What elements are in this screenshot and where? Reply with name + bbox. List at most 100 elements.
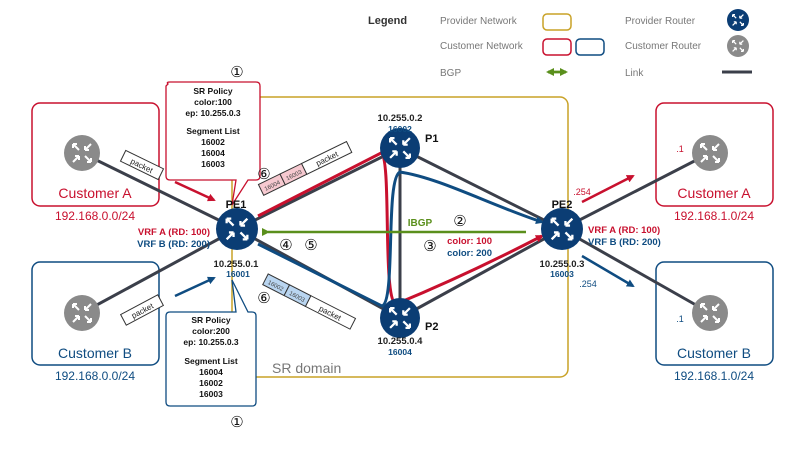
customer-b-right-subnet: 192.168.1.0/24 [674,369,754,383]
traffic-arrow-cb-out [581,254,635,288]
pe1-name: PE1 [226,199,247,211]
customer-a-left-router-icon [64,135,100,171]
sr-domain-label: SR domain [272,360,341,376]
step-5: ⑤ [304,237,317,254]
legend-customer-network-label: Customer Network [440,41,524,52]
legend-provider-router-icon [727,9,749,31]
p2-sid: 16004 [388,347,412,357]
pe2-ip: 10.255.0.3 [540,259,585,270]
link-ca-pe1 [81,151,238,231]
customer-a-right-box [655,102,774,207]
p1-ip: 10.255.0.2 [378,113,423,124]
p1-name: P1 [425,133,438,145]
link-cb-pe1 [81,227,238,315]
legend-provider-router-label: Provider Router [625,16,696,27]
pe2-vrf-b: VRF B (RD: 200) [588,237,661,248]
pe2-sid: 16003 [550,269,574,279]
pe2-name: PE2 [552,199,573,211]
step-1-bottom: ① [230,414,243,431]
link-p2-pe2 [399,227,563,320]
legend-link-label: Link [625,68,644,79]
policy-a-endpoint: ep: 10.255.0.3 [185,108,241,118]
policy-a-sid-3: 16003 [201,159,225,169]
pe1-vrf-a: VRF A (RD: 100) [138,227,210,238]
customer-a-right-host: .1 [676,144,684,154]
link-pe2-cb [561,227,711,315]
ibgp-label: IBGP [408,218,433,229]
customer-b-left-box [31,261,160,366]
customer-b-right-name: Customer B [677,345,751,361]
customer-a-right-name: Customer A [677,185,751,201]
policy-a-sid-1: 16002 [201,137,225,147]
policy-a-segment-list-title: Segment List [186,126,240,136]
customer-b-right-host: .1 [676,314,684,324]
traffic-arrow-ca-in [174,180,216,202]
packet-red-stack: 16004 16003 packet [257,140,353,196]
sr-policy-a-callout [165,81,261,206]
policy-b-color: color:200 [192,326,230,336]
step-6-bottom: ⑥ [257,290,270,307]
p2-name: P2 [425,321,438,333]
link-p1-pe2 [399,146,563,231]
customer-b-right-router-icon [692,295,728,331]
pe1-ip: 10.255.0.1 [214,259,260,270]
customer-b-left-router-icon [64,295,100,331]
legend: Legend Provider Network Customer Network… [368,9,752,79]
customer-a-left-subnet: 192.168.0.0/24 [55,209,135,223]
packet-blue-stack: 16002 16003 packet [262,273,357,330]
step-1-top: ① [230,64,243,81]
step-2: ② [453,213,466,230]
legend-title: Legend [368,15,407,27]
legend-bgp-label: BGP [440,68,461,79]
policy-b-sid-1: 16004 [199,367,223,377]
customer-a-right-router-icon [692,135,728,171]
policy-a-color: color:100 [194,97,232,107]
policy-b-endpoint: ep: 10.255.0.3 [183,337,239,347]
pe2-if-a: .254 [573,187,591,197]
pe2-vrf-a: VRF A (RD: 100) [588,225,660,236]
sr-policy-b-callout [165,279,257,407]
policy-b-sid-3: 16003 [199,389,223,399]
pe1-router-icon [216,208,258,250]
traffic-arrow-ca-out [581,174,635,204]
policy-b-sid-2: 16002 [199,378,223,388]
p2-router-icon [380,298,420,338]
pe2-if-b: .254 [579,279,597,289]
bgp-color-100: color: 100 [447,236,492,247]
step-markers: ① ① ② ③ ④ ⑤ ⑥ ⑥ [230,64,466,431]
legend-provider-network-swatch [542,13,572,31]
legend-provider-network-label: Provider Network [440,16,518,27]
step-4: ④ [279,237,292,254]
pe1-vrf-b: VRF B (RD: 200) [137,239,210,250]
customer-b-left-subnet: 192.168.0.0/24 [55,369,135,383]
link-pe1-p1 [236,146,401,231]
customer-a-left-name: Customer A [58,185,132,201]
customer-a-right-subnet: 192.168.1.0/24 [674,209,754,223]
policy-b-title: SR Policy [191,315,230,325]
policy-b-segment-list-title: Segment List [184,356,238,366]
link-pe2-ca [561,151,711,231]
legend-customer-router-label: Customer Router [625,41,702,52]
step-3: ③ [423,238,436,255]
legend-customer-network-blue-swatch [575,38,605,56]
traffic-arrow-cb-in [174,276,216,298]
customer-a-left-box [31,102,160,207]
pe2-router-icon [541,208,583,250]
sr-path-color-200 [257,170,544,308]
legend-customer-router-icon [727,35,749,57]
packet-cb: packet [119,294,165,326]
legend-customer-network-red-swatch [542,38,572,56]
customer-b-right-box [655,261,774,366]
step-6-top: ⑥ [257,166,270,183]
policy-a-title: SR Policy [193,86,232,96]
sr-policy-b-text: SR Policy color:200 ep: 10.255.0.3 Segme… [183,315,239,399]
p1-sid: 16002 [388,124,412,134]
sr-policy-a-text: SR Policy color:100 ep: 10.255.0.3 Segme… [185,86,241,169]
bgp-color-200: color: 200 [447,248,492,259]
pe1-sid: 16001 [226,269,250,279]
customer-b-left-name: Customer B [58,345,132,361]
policy-a-sid-2: 16004 [201,148,225,158]
p1-router-icon [380,128,420,168]
